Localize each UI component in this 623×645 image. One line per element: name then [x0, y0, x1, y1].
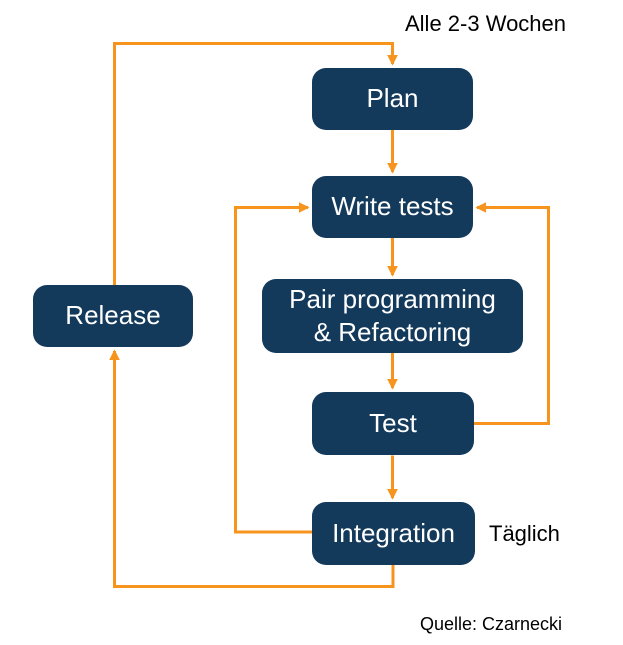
node-pair-programming-refactoring: Pair programming & Refactoring	[262, 279, 523, 353]
edge-test-to-write-tests	[474, 202, 550, 425]
node-test: Test	[312, 392, 474, 455]
edge-release-to-plan	[113, 42, 398, 285]
edge-integration-to-write-tests	[234, 202, 312, 534]
node-write-tests: Write tests	[312, 176, 473, 238]
edge-integration-to-release	[109, 349, 395, 588]
node-release: Release	[33, 285, 193, 347]
annotation-daily-interval: Täglich	[489, 521, 560, 546]
annotation-source-credit: Quelle: Czarnecki	[420, 614, 563, 634]
node-integration: Integration	[312, 502, 475, 565]
node-plan: Plan	[312, 68, 473, 130]
annotation-cycle-interval: Alle 2-3 Wochen	[405, 11, 567, 36]
